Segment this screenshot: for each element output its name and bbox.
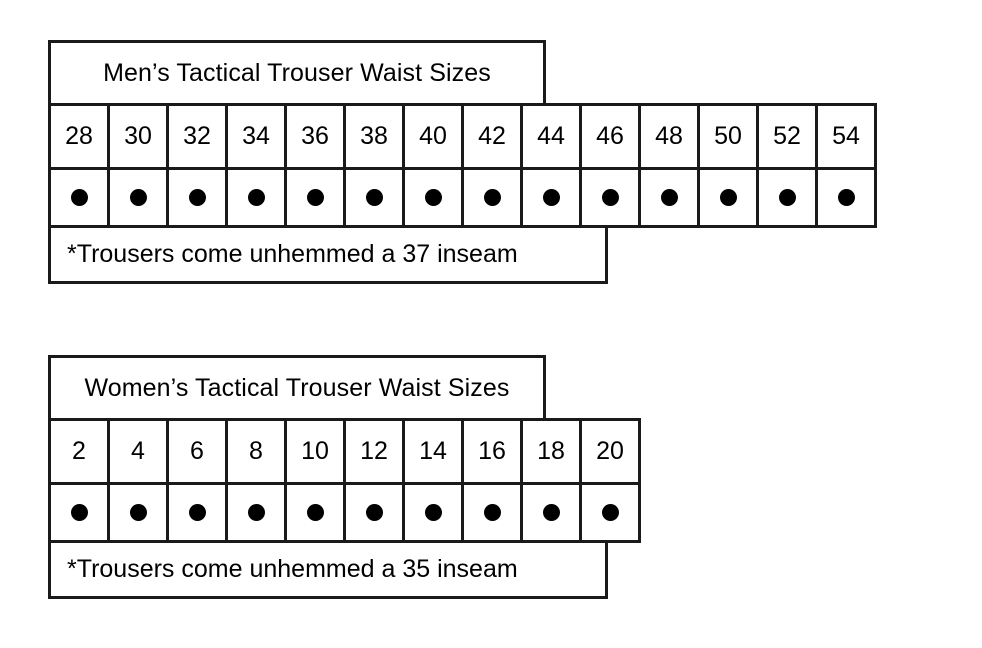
mens-availability-cell [107, 167, 169, 228]
womens-size-cell: 20 [579, 418, 641, 485]
availability-dot-icon [483, 189, 501, 206]
womens-availability-cell [520, 482, 582, 543]
mens-footnote: *Trousers come unhemmed a 37 inseam [48, 225, 608, 284]
mens-title-row: Men’s Tactical Trouser Waist Sizes [48, 40, 877, 106]
mens-availability-cell [815, 167, 877, 228]
womens-availability-cell [107, 482, 169, 543]
availability-dot-icon [778, 189, 796, 206]
womens-size-cell: 14 [402, 418, 464, 485]
mens-availability-cell [697, 167, 759, 228]
mens-availability-cell [461, 167, 523, 228]
womens-size-cell: 6 [166, 418, 228, 485]
mens-size-cell: 54 [815, 103, 877, 170]
mens-footnote-row: *Trousers come unhemmed a 37 inseam [48, 225, 877, 284]
womens-size-cell: 10 [284, 418, 346, 485]
womens-availability-cell [579, 482, 641, 543]
mens-availability-cell [638, 167, 700, 228]
availability-dot-icon [365, 504, 383, 521]
availability-dot-icon [188, 504, 206, 521]
mens-size-cell: 36 [284, 103, 346, 170]
availability-dot-icon [424, 189, 442, 206]
womens-size-cell: 12 [343, 418, 405, 485]
availability-dot-icon [129, 189, 147, 206]
womens-availability-cell [166, 482, 228, 543]
womens-availability-cell [402, 482, 464, 543]
availability-dot-icon [660, 189, 678, 206]
mens-size-cell: 38 [343, 103, 405, 170]
womens-title-row: Women’s Tactical Trouser Waist Sizes [48, 355, 641, 421]
mens-availability-cell [579, 167, 641, 228]
mens-availability-cell [48, 167, 110, 228]
availability-dot-icon [247, 189, 265, 206]
availability-dot-icon [483, 504, 501, 521]
availability-dot-icon [365, 189, 383, 206]
mens-availability-row [48, 167, 877, 228]
mens-size-cell: 30 [107, 103, 169, 170]
mens-size-cell: 42 [461, 103, 523, 170]
mens-availability-cell [166, 167, 228, 228]
womens-footnote: *Trousers come unhemmed a 35 inseam [48, 540, 608, 599]
womens-availability-row [48, 482, 641, 543]
womens-availability-cell [48, 482, 110, 543]
mens-size-cell: 40 [402, 103, 464, 170]
availability-dot-icon [542, 189, 560, 206]
availability-dot-icon [70, 189, 88, 206]
mens-availability-cell [343, 167, 405, 228]
availability-dot-icon [424, 504, 442, 521]
mens-size-cell: 28 [48, 103, 110, 170]
availability-dot-icon [542, 504, 560, 521]
womens-size-cell: 16 [461, 418, 523, 485]
availability-dot-icon [188, 189, 206, 206]
mens-availability-cell [520, 167, 582, 228]
availability-dot-icon [129, 504, 147, 521]
mens-availability-cell [284, 167, 346, 228]
womens-availability-cell [225, 482, 287, 543]
mens-size-cell: 48 [638, 103, 700, 170]
availability-dot-icon [837, 189, 855, 206]
womens-size-cell: 2 [48, 418, 110, 485]
womens-size-cell: 18 [520, 418, 582, 485]
availability-dot-icon [70, 504, 88, 521]
mens-size-cell: 52 [756, 103, 818, 170]
mens-table-title: Men’s Tactical Trouser Waist Sizes [48, 40, 546, 106]
womens-availability-cell [284, 482, 346, 543]
womens-size-cell: 8 [225, 418, 287, 485]
mens-availability-cell [402, 167, 464, 228]
womens-footnote-row: *Trousers come unhemmed a 35 inseam [48, 540, 641, 599]
availability-dot-icon [306, 189, 324, 206]
mens-size-cell: 46 [579, 103, 641, 170]
mens-availability-cell [225, 167, 287, 228]
womens-availability-cell [461, 482, 523, 543]
availability-dot-icon [247, 504, 265, 521]
womens-availability-cell [343, 482, 405, 543]
womens-size-cell: 4 [107, 418, 169, 485]
mens-size-cell: 32 [166, 103, 228, 170]
mens-size-cell: 50 [697, 103, 759, 170]
mens-size-cell: 44 [520, 103, 582, 170]
mens-availability-cell [756, 167, 818, 228]
availability-dot-icon [719, 189, 737, 206]
mens-size-cell: 34 [225, 103, 287, 170]
availability-dot-icon [601, 189, 619, 206]
availability-dot-icon [601, 504, 619, 521]
availability-dot-icon [306, 504, 324, 521]
womens-table-title: Women’s Tactical Trouser Waist Sizes [48, 355, 546, 421]
